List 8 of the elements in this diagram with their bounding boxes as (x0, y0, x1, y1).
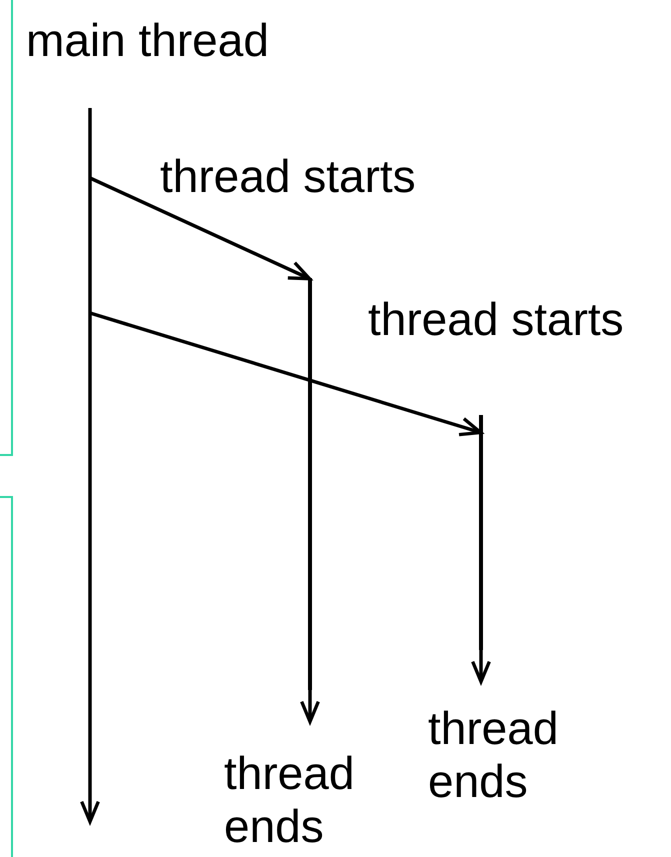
arrow (300, 690, 320, 724)
arrow (80, 108, 100, 824)
thread-label: thread ends (428, 702, 560, 808)
thread-label: main thread (26, 14, 270, 67)
arrow (89, 311, 482, 436)
arrow (471, 650, 491, 684)
thread-label: thread ends (224, 747, 356, 853)
arrow (89, 176, 312, 280)
